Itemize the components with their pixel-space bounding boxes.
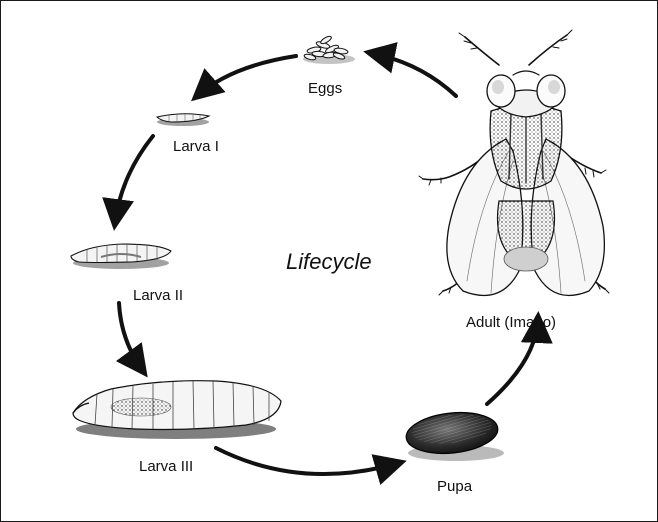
stage-label-larva-1: Larva I (173, 138, 219, 155)
larva1-illustration (157, 114, 209, 126)
arrow-pupa-to-adult (487, 319, 538, 404)
eggs-illustration (303, 35, 355, 64)
adult-fly-illustration (419, 30, 609, 296)
pupa-illustration (404, 408, 504, 461)
stage-label-pupa: Pupa (437, 478, 472, 495)
arrow-larva1-to-larva2 (115, 136, 153, 223)
larva2-illustration (71, 244, 171, 269)
diagram-center-title: Lifecycle (286, 249, 372, 275)
arrow-eggs-to-larva1 (197, 56, 296, 96)
arrow-larva2-to-larva3 (119, 303, 143, 371)
stage-label-larva-2: Larva II (133, 287, 183, 304)
stage-label-larva-3: Larva III (139, 458, 193, 475)
arrow-larva3-to-pupa (216, 448, 399, 474)
stage-label-eggs: Eggs (308, 80, 342, 97)
stage-label-adult: Adult (Imago) (466, 314, 556, 331)
larva3-illustration (73, 381, 281, 439)
arrow-adult-to-eggs (371, 53, 456, 96)
